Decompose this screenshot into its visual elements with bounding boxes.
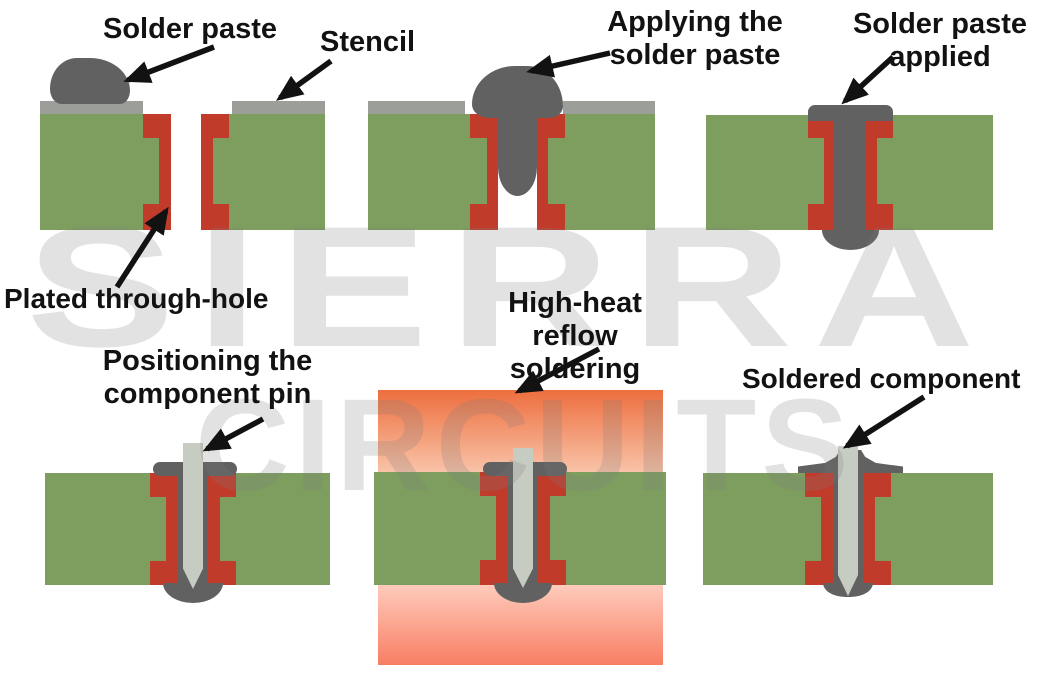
component-pin — [838, 446, 858, 596]
stencil-layer — [563, 101, 655, 114]
label-soldered-component: Soldered component — [742, 363, 1021, 394]
pad-notch — [805, 497, 821, 561]
solder-paste-drop — [163, 583, 223, 603]
pad-notch — [548, 138, 565, 204]
stencil-layer — [40, 101, 143, 114]
label-solder-paste: Solder paste — [103, 13, 278, 45]
step-6-soldered-component — [703, 443, 993, 603]
step-1-solder-paste-on-stencil — [40, 55, 325, 230]
step-2-applying-solder-paste — [368, 60, 655, 270]
pad-notch — [143, 138, 159, 204]
solder-paste-blob — [50, 58, 130, 104]
label-applying-paste: Applying the solder paste — [607, 6, 783, 72]
component-pin — [183, 443, 203, 589]
solder-paste-drop — [494, 583, 552, 603]
pad-notch — [480, 496, 496, 560]
pad-notch — [470, 138, 487, 204]
component-pin — [513, 448, 533, 588]
pad-notch — [220, 497, 236, 561]
stencil-layer — [368, 101, 465, 114]
solder-paste-column — [833, 115, 865, 230]
label-stencil: Stencil — [320, 26, 416, 58]
stencil-layer — [232, 101, 325, 114]
pad-notch — [875, 497, 891, 561]
pad-notch — [150, 497, 166, 561]
label-reflow-soldering: High-heat reflow soldering — [508, 287, 642, 386]
solder-paste-cap — [808, 105, 893, 121]
label-positioning-pin: Positioning the component pin — [102, 345, 313, 411]
pad-notch — [550, 496, 566, 560]
arrow-soldered — [842, 394, 926, 449]
step-5-reflow-soldering — [374, 390, 666, 665]
solder-paste-blob — [472, 66, 563, 118]
pad-notch — [213, 138, 229, 204]
solder-paste-drop — [822, 230, 879, 250]
step-3-solder-paste-applied — [706, 105, 993, 250]
label-plated-through-hole: Plated through-hole — [4, 283, 269, 314]
step-4-positioning-pin — [45, 443, 330, 603]
pad-notch — [877, 138, 893, 204]
label-paste-applied: Solder paste applied — [852, 8, 1028, 74]
pad-notch — [808, 138, 824, 204]
